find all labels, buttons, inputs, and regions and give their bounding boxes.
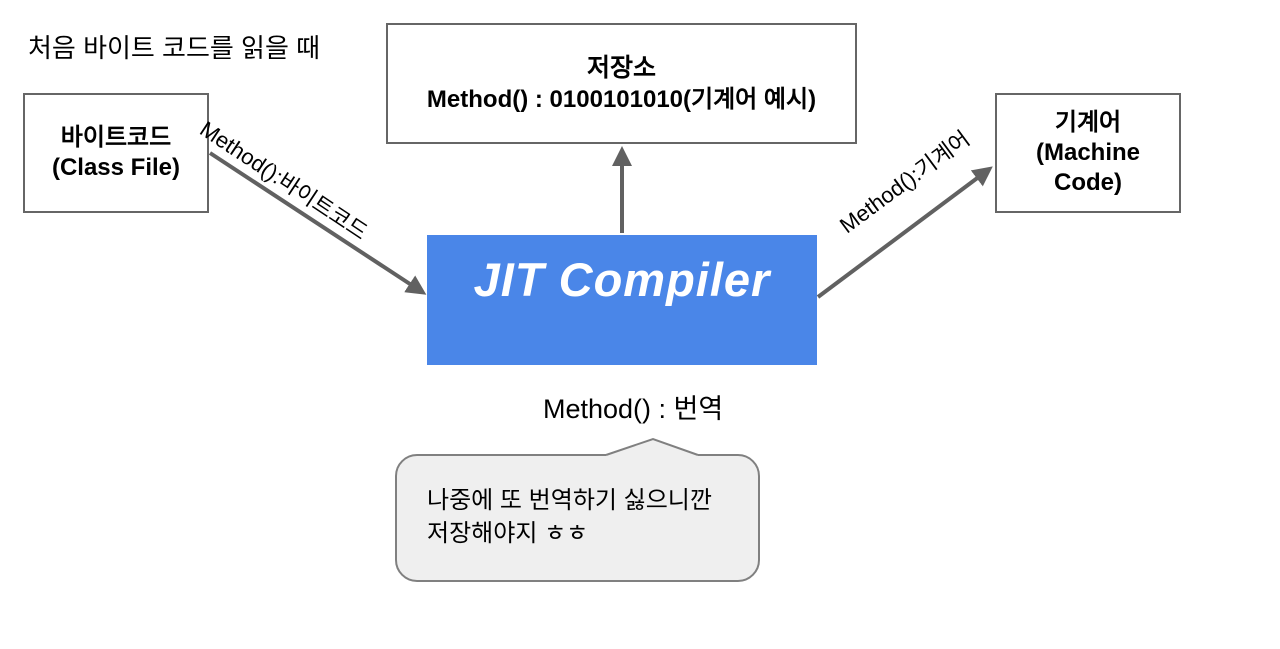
speech-bubble-line2: 저장해야지 ㅎㅎ xyxy=(427,520,589,547)
speech-bubble-tail xyxy=(605,437,699,460)
jit-translate-annotation: Method() : 번역 xyxy=(543,394,724,424)
node-jit-label: JIT Compiler xyxy=(473,253,771,306)
edge-label-bytecode: Method():바이트코드 xyxy=(195,116,373,245)
speech-bubble: 나중에 또 번역하기 싫으니깐 저장해야지 ㅎㅎ xyxy=(395,454,760,582)
node-bytecode-subtitle: (Class File) xyxy=(51,154,181,181)
node-machine-subtitle: (Machine Code) xyxy=(1035,139,1140,196)
node-storage: 저장소 Method() : 0100101010(기계어 예시) xyxy=(386,23,857,144)
node-jit-compiler: JIT Compiler xyxy=(427,235,817,365)
node-machine-title: 기계어 xyxy=(1054,109,1122,136)
caption-first-read: 처음 바이트 코드를 읽을 때 xyxy=(28,33,321,63)
node-storage-title: 저장소 xyxy=(586,53,656,82)
arrow-bytecode-to-jit xyxy=(208,151,427,295)
node-bytecode: 바이트코드 (Class File) xyxy=(23,93,209,213)
node-bytecode-title: 바이트코드 xyxy=(60,124,172,151)
node-machine-code: 기계어 (Machine Code) xyxy=(995,93,1181,213)
node-storage-detail: Method() : 0100101010(기계어 예시) xyxy=(426,85,817,113)
speech-bubble-line1: 나중에 또 번역하기 싫으니깐 xyxy=(427,487,712,514)
